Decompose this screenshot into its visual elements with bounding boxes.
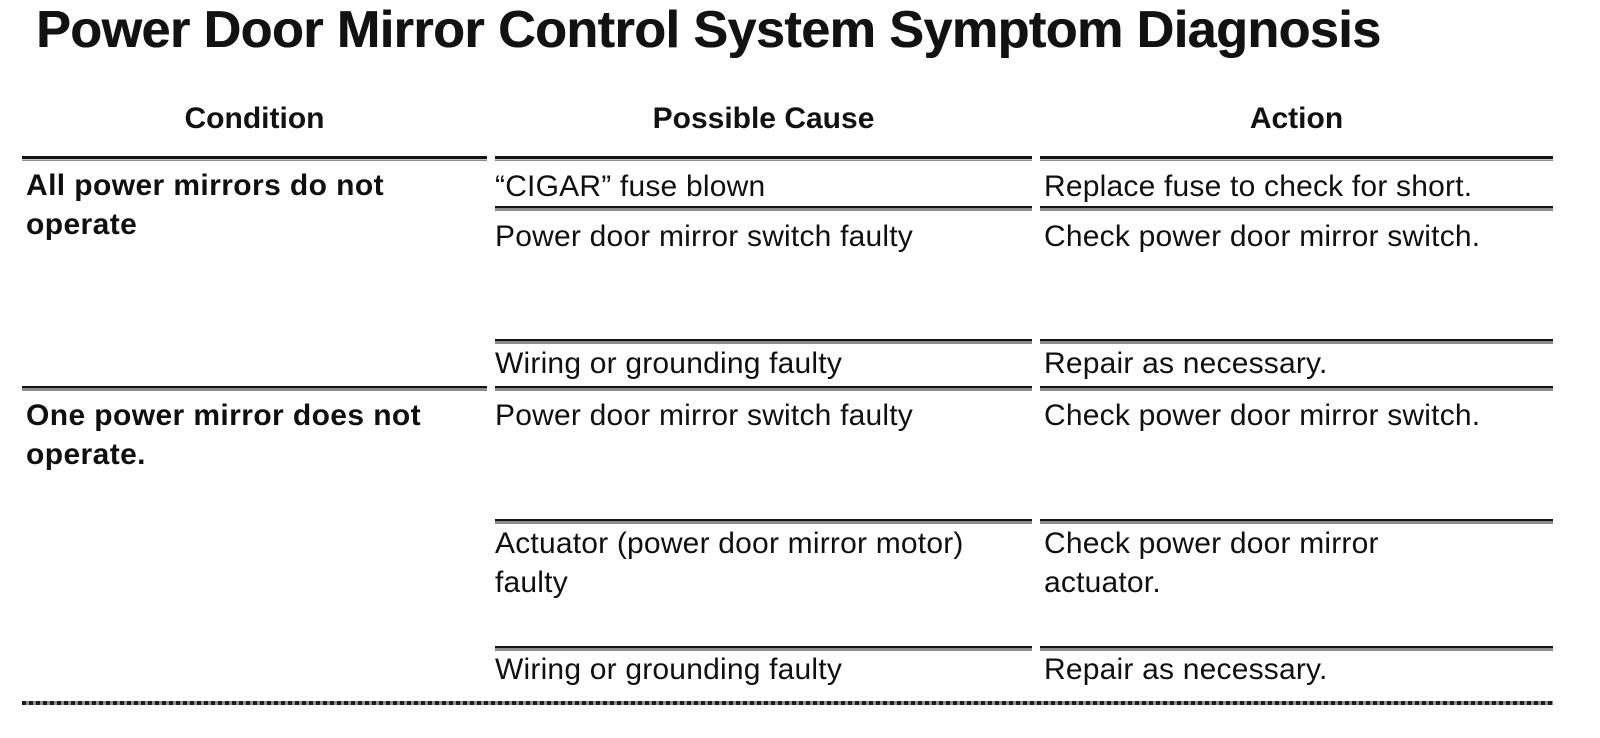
cause-cell: Wiring or grounding faulty	[495, 347, 843, 380]
cause-cell: Actuator (power door mirror motor) fault…	[495, 527, 964, 599]
cause-cell: “CIGAR” fuse blown	[495, 170, 766, 203]
column-header-possible-cause: Possible Cause	[652, 102, 875, 135]
action-cell: Replace fuse to check for short.	[1044, 170, 1473, 203]
row-divider	[495, 519, 1032, 524]
table-bottom-border	[22, 701, 1553, 705]
column-header-condition: Condition	[184, 102, 325, 135]
cause-cell: Power door mirror switch faulty	[495, 399, 913, 432]
header-rule-action	[1040, 156, 1553, 161]
action-cell: Repair as necessary.	[1044, 347, 1328, 380]
row-divider	[1040, 339, 1553, 344]
action-cell: Check power door mirror actuator.	[1044, 527, 1379, 599]
group-divider	[495, 386, 1032, 391]
row-divider	[495, 206, 1032, 211]
row-divider	[1040, 646, 1553, 651]
row-divider	[1040, 519, 1553, 524]
group-divider	[22, 386, 487, 391]
action-cell: Check power door mirror switch.	[1044, 220, 1481, 253]
row-divider	[1040, 206, 1553, 211]
header-rule-condition	[22, 156, 487, 161]
cause-cell: Wiring or grounding faulty	[495, 653, 843, 686]
action-cell: Check power door mirror switch.	[1044, 399, 1481, 432]
header-rule-possible-cause	[495, 156, 1032, 161]
condition-cell: All power mirrors do not operate	[26, 169, 384, 241]
action-cell: Repair as necessary.	[1044, 653, 1328, 686]
cause-cell: Power door mirror switch faulty	[495, 220, 913, 253]
group-divider	[1040, 386, 1553, 391]
row-divider	[495, 646, 1032, 651]
page-title: Power Door Mirror Control System Symptom…	[36, 1, 1381, 59]
condition-cell: One power mirror does not operate.	[26, 399, 422, 471]
row-divider	[495, 339, 1032, 344]
column-header-action: Action	[1249, 102, 1344, 135]
